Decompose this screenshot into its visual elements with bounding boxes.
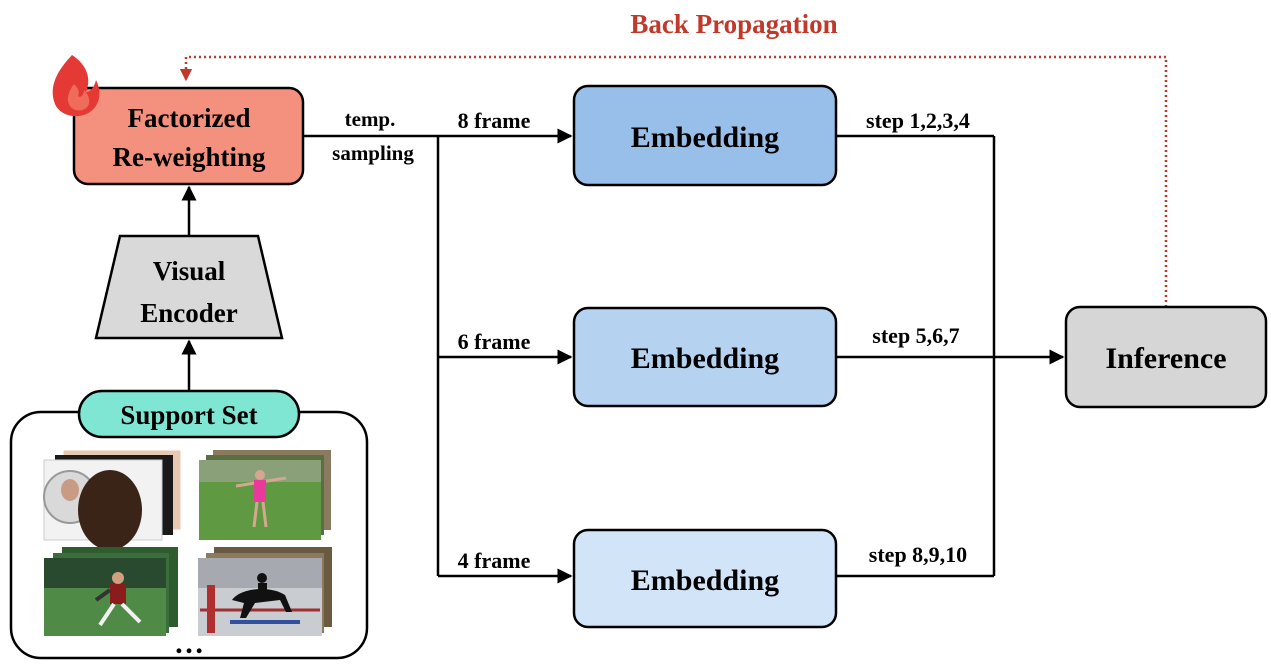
embedding-box-3[interactable] [572,528,838,629]
support-video-4[interactable] [198,547,332,636]
inference-box[interactable] [1064,305,1268,409]
embedding-label-2: Embedding [631,342,779,375]
factorized-label-line1: Factorized [128,103,251,133]
sampling-label-line1: temp. [345,107,396,131]
visual-encoder-line1: Visual [153,256,226,286]
branch-1-frames: 8 frame [458,108,531,133]
support-set-ellipsis: … [174,627,204,660]
branch-3-steps: step 8,9,10 [869,542,967,567]
back-propagation-title: Back Propagation [630,9,837,39]
support-video-3[interactable] [44,547,178,636]
factorized-label-line2: Re-weighting [113,142,266,172]
back-propagation-arrow [179,55,1168,307]
support-video-2[interactable] [199,450,331,540]
visual-encoder-block[interactable] [94,234,284,340]
branch-3-frames: 4 frame [458,548,531,573]
support-video-1[interactable] [43,449,182,550]
embedding-label-3: Embedding [631,564,779,597]
support-set-label: Support Set [120,400,257,430]
embedding-label-1: Embedding [631,121,779,154]
fire-icon [52,55,100,117]
inference-label: Inference [1105,342,1226,375]
sampling-label-line2: sampling [332,141,414,165]
branch-2-frames: 6 frame [458,329,531,354]
branch-1-steps: step 1,2,3,4 [866,108,970,133]
support-set-label-pill[interactable] [77,389,301,439]
branch-2-steps: step 5,6,7 [872,323,959,348]
visual-encoder-line2: Encoder [140,298,238,328]
